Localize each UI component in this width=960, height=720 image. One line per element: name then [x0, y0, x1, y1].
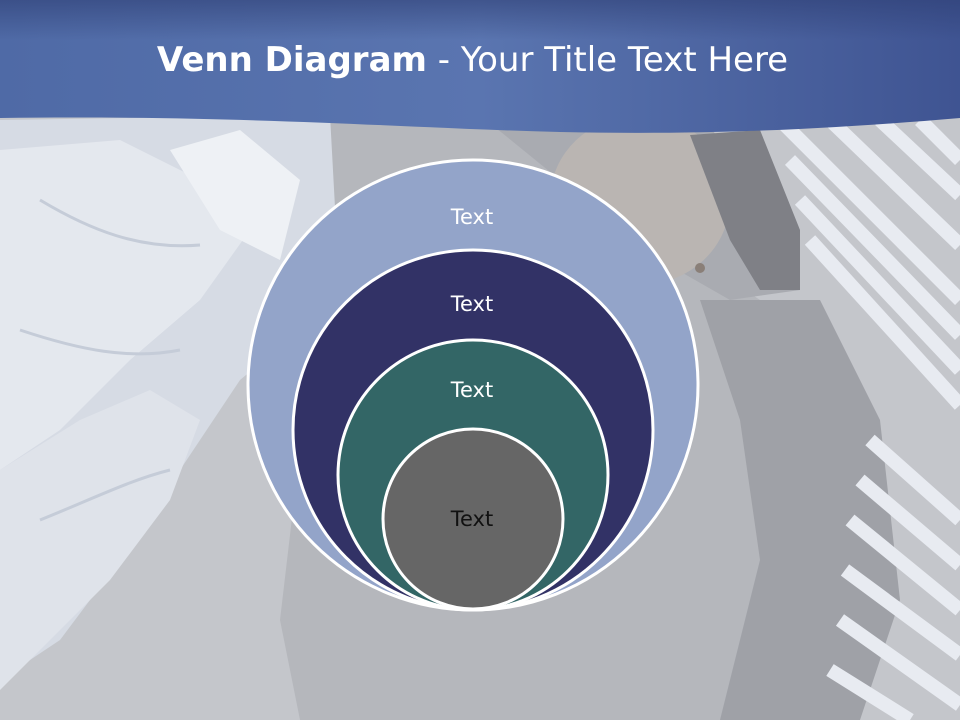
venn-label-4: Text [450, 507, 493, 531]
venn-label-1: Text [450, 205, 493, 229]
venn-circle-4[interactable] [381, 427, 565, 611]
title-rest: - Your Title Text Here [426, 40, 789, 80]
slide-title: Venn Diagram - Your Title Text Here [0, 40, 945, 80]
title-bold: Venn Diagram [156, 40, 427, 80]
venn-label-2: Text [450, 292, 493, 316]
venn-label-3: Text [450, 378, 493, 402]
